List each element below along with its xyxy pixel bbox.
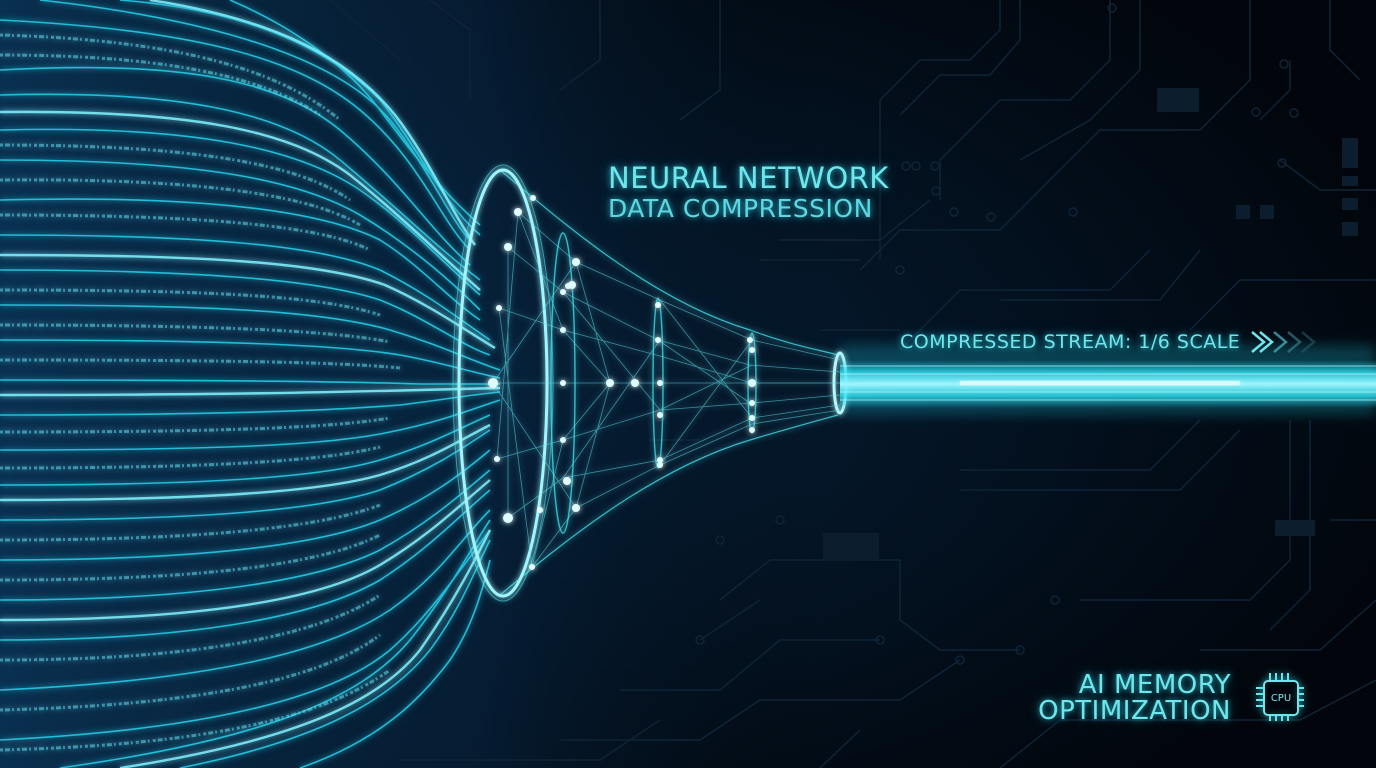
stream-label: COMPRESSED STREAM: 1/6 SCALE xyxy=(900,330,1326,354)
title-line-2: DATA COMPRESSION xyxy=(608,194,873,223)
cpu-chip: CPU xyxy=(1263,680,1299,716)
cpu-icon: CPU xyxy=(1256,672,1304,722)
title-label: NEURAL NETWORK DATA COMPRESSION xyxy=(608,161,889,223)
memory-line-2: OPTIMIZATION xyxy=(1038,696,1231,726)
memory-label: AI MEMORY OPTIMIZATION xyxy=(1038,672,1231,724)
title-line-1: NEURAL NETWORK xyxy=(608,161,889,195)
cpu-chip-label: CPU xyxy=(1270,692,1292,704)
neural-funnel xyxy=(452,164,848,602)
circuit-pads xyxy=(695,3,1299,665)
memory-line-1: AI MEMORY xyxy=(1078,670,1231,700)
stream-label-text: COMPRESSED STREAM: 1/6 SCALE xyxy=(900,330,1241,353)
chevrons-right-icon xyxy=(1250,330,1326,354)
compressed-beam xyxy=(840,345,1376,415)
circuit-chips xyxy=(823,88,1358,561)
